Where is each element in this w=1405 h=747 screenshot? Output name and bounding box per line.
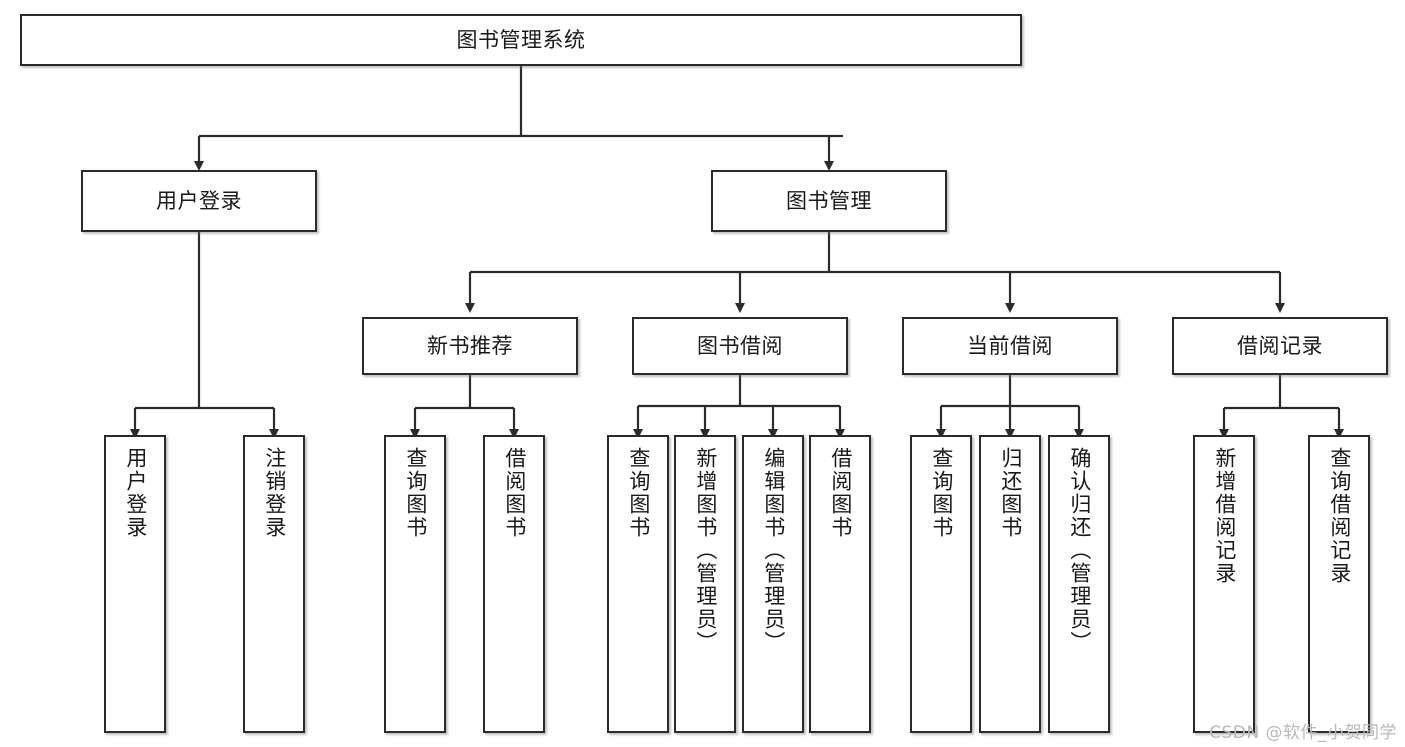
node-user-login-label: 用户登录 (156, 188, 242, 213)
node-current-borrow[interactable]: 当前借阅 (902, 317, 1118, 375)
node-leaf-user-login-label: 用户登录 (123, 447, 148, 539)
node-leaf-confirm-return[interactable]: 确认归还（管理员） (1048, 435, 1110, 733)
node-leaf-add-record[interactable]: 新增借阅记录 (1193, 435, 1255, 733)
node-leaf-query-book-3[interactable]: 查询图书 (910, 435, 972, 733)
node-leaf-return-book[interactable]: 归还图书 (979, 435, 1041, 733)
csdn-watermark: CSDN @软件_小贺同学 (1209, 723, 1397, 743)
node-book-management-label: 图书管理 (786, 188, 872, 213)
node-leaf-logout-login-label: 注销登录 (262, 447, 287, 539)
node-root[interactable]: 图书管理系统 (20, 14, 1022, 66)
node-leaf-add-record-label: 新增借阅记录 (1212, 447, 1237, 585)
node-current-borrow-label: 当前借阅 (967, 333, 1053, 358)
node-leaf-add-book[interactable]: 新增图书（管理员） (674, 435, 736, 733)
node-leaf-return-book-label: 归还图书 (998, 447, 1023, 539)
node-new-book-recommend[interactable]: 新书推荐 (362, 317, 578, 375)
node-leaf-borrow-book-1[interactable]: 借阅图书 (483, 435, 545, 733)
node-book-borrow[interactable]: 图书借阅 (632, 317, 848, 375)
node-leaf-query-record[interactable]: 查询借阅记录 (1308, 435, 1370, 733)
node-borrow-record-label: 借阅记录 (1237, 333, 1323, 358)
node-leaf-add-book-label: 新增图书（管理员） (693, 447, 718, 654)
node-leaf-query-book-2-label: 查询图书 (626, 447, 651, 539)
node-leaf-logout-login[interactable]: 注销登录 (243, 435, 305, 733)
node-borrow-record[interactable]: 借阅记录 (1172, 317, 1388, 375)
node-leaf-borrow-book-1-label: 借阅图书 (502, 447, 527, 539)
node-book-borrow-label: 图书借阅 (697, 333, 783, 358)
node-leaf-borrow-book-2-label: 借阅图书 (828, 447, 853, 539)
node-leaf-edit-book[interactable]: 编辑图书（管理员） (742, 435, 804, 733)
node-user-login[interactable]: 用户登录 (81, 170, 317, 232)
node-leaf-query-book-1-label: 查询图书 (403, 447, 428, 539)
node-leaf-query-record-label: 查询借阅记录 (1327, 447, 1352, 585)
node-leaf-query-book-1[interactable]: 查询图书 (384, 435, 446, 733)
node-leaf-borrow-book-2[interactable]: 借阅图书 (809, 435, 871, 733)
node-leaf-query-book-3-label: 查询图书 (929, 447, 954, 539)
node-leaf-query-book-2[interactable]: 查询图书 (607, 435, 669, 733)
node-leaf-edit-book-label: 编辑图书（管理员） (761, 447, 786, 654)
node-new-book-recommend-label: 新书推荐 (427, 333, 513, 358)
node-leaf-user-login[interactable]: 用户登录 (104, 435, 166, 733)
node-book-management[interactable]: 图书管理 (711, 170, 947, 232)
node-root-label: 图书管理系统 (456, 27, 586, 52)
node-leaf-confirm-return-label: 确认归还（管理员） (1067, 447, 1092, 654)
